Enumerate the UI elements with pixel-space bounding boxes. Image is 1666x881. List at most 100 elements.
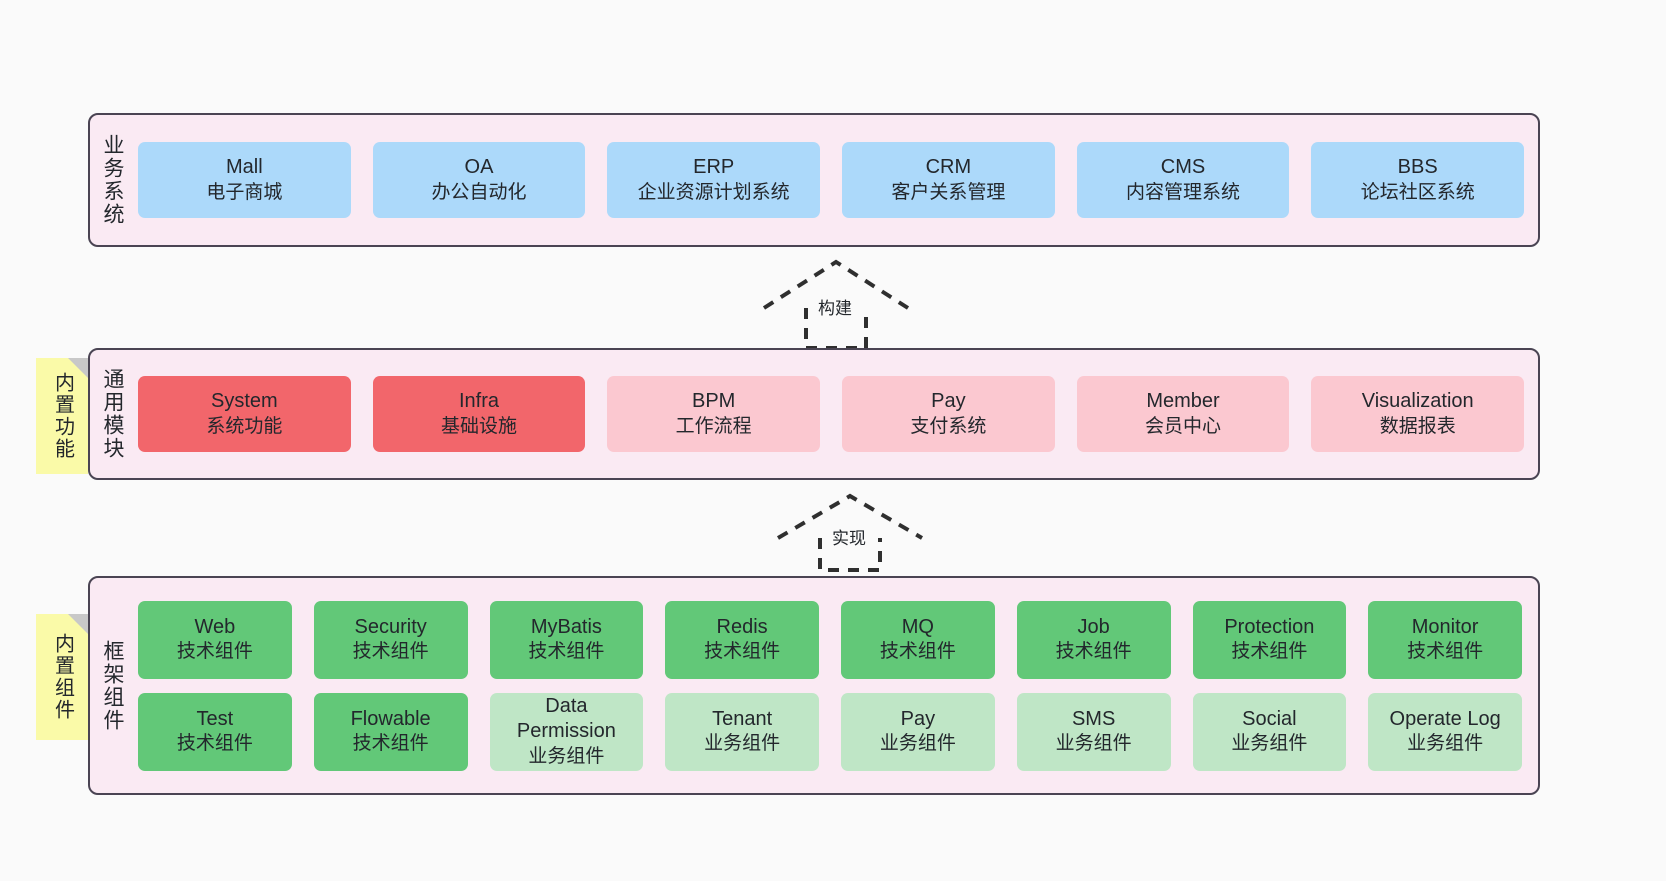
card-title: ERP	[693, 156, 735, 179]
card-title: Pay	[900, 707, 936, 730]
card-protection[interactable]: Protection 技术组件	[1192, 600, 1347, 679]
card-title: Visualization	[1361, 390, 1474, 413]
card-subtitle: 技术组件	[1407, 641, 1484, 663]
card-subtitle: 业务组件	[1055, 733, 1132, 755]
layer-title-business: 业务系统	[101, 134, 125, 226]
card-test[interactable]: Test 技术组件	[138, 692, 292, 771]
card-system[interactable]: System 系统功能	[138, 376, 351, 452]
layer-body-framework: Web 技术组件 Security 技术组件 MyBatis 技术组件 Redi…	[134, 578, 1538, 793]
card-subtitle: 企业资源计划系统	[637, 181, 790, 203]
card-title: SMS	[1071, 707, 1116, 730]
sticky-note-label: 内置功能	[51, 372, 74, 460]
card-title: Tenant	[712, 707, 773, 730]
layer-title-common: 通用模块	[101, 368, 125, 460]
card-subtitle: 业务组件	[1231, 733, 1308, 755]
card-title: Monitor	[1411, 615, 1479, 638]
card-data-permission[interactable]: Data Permission 业务组件	[489, 692, 644, 771]
layer-common-modules: 通用模块 System 系统功能 Infra 基础设施 BPM 工作流程 Pay…	[88, 348, 1540, 480]
card-subtitle: 技术组件	[879, 641, 956, 663]
card-subtitle: 业务组件	[704, 733, 781, 755]
connector-label-build: 构建	[818, 299, 852, 318]
connector-build: 构建	[758, 258, 914, 350]
card-title: MyBatis	[530, 615, 602, 638]
connector-shaft	[818, 538, 882, 572]
card-job[interactable]: Job 技术组件	[1016, 600, 1171, 679]
card-operate-log[interactable]: Operate Log 业务组件	[1368, 692, 1522, 771]
card-title: Redis	[716, 615, 768, 638]
connector-label-implement: 实现	[832, 529, 866, 548]
card-social[interactable]: Social 业务组件	[1192, 692, 1347, 771]
card-title: Member	[1146, 390, 1220, 413]
card-title: CRM	[925, 156, 972, 179]
card-subtitle: 系统功能	[206, 415, 283, 437]
card-erp[interactable]: ERP 企业资源计划系统	[607, 142, 821, 218]
card-title: CMS	[1160, 156, 1206, 179]
card-subtitle: 技术组件	[704, 641, 781, 663]
card-pay-module[interactable]: Pay 支付系统	[842, 376, 1055, 452]
card-mybatis[interactable]: MyBatis 技术组件	[489, 600, 644, 679]
card-flowable[interactable]: Flowable 技术组件	[313, 692, 468, 771]
card-infra[interactable]: Infra 基础设施	[372, 376, 586, 452]
card-subtitle: 技术组件	[352, 733, 429, 755]
card-mq[interactable]: MQ 技术组件	[841, 600, 995, 679]
card-subtitle: 业务组件	[879, 733, 956, 755]
card-crm[interactable]: CRM 客户关系管理	[842, 142, 1055, 218]
card-subtitle: 业务组件	[1407, 733, 1484, 755]
card-row: System 系统功能 Infra 基础设施 BPM 工作流程 Pay 支付系统…	[138, 376, 1525, 452]
card-title: System	[210, 390, 278, 413]
card-visualization[interactable]: Visualization 数据报表	[1311, 376, 1525, 452]
card-subtitle: 办公自动化	[431, 181, 527, 203]
card-monitor[interactable]: Monitor 技术组件	[1368, 600, 1522, 679]
card-subtitle: 会员中心	[1145, 415, 1222, 437]
card-subtitle: 论坛社区系统	[1360, 181, 1475, 203]
sticky-note-builtin-components: 内置组件	[36, 614, 88, 740]
card-member[interactable]: Member 会员中心	[1076, 376, 1290, 452]
card-subtitle: 技术组件	[1055, 641, 1132, 663]
card-tenant[interactable]: Tenant 业务组件	[665, 692, 819, 771]
card-subtitle: 技术组件	[176, 641, 253, 663]
card-subtitle: 支付系统	[910, 415, 987, 437]
card-title: Protection	[1224, 615, 1315, 638]
card-redis[interactable]: Redis 技术组件	[665, 600, 819, 679]
card-subtitle: 基础设施	[441, 415, 518, 437]
card-bbs[interactable]: BBS 论坛社区系统	[1311, 142, 1525, 218]
card-bpm[interactable]: BPM 工作流程	[607, 376, 821, 452]
card-security[interactable]: Security 技术组件	[313, 600, 468, 679]
sticky-note-builtin-features: 内置功能	[36, 358, 88, 474]
card-title: BBS	[1397, 156, 1438, 179]
layer-business-systems: 业务系统 Mall 电子商城 OA 办公自动化 ERP 企业资源计划系统 CRM…	[88, 113, 1540, 247]
generalization-arrowhead	[776, 493, 924, 540]
card-row: Web 技术组件 Security 技术组件 MyBatis 技术组件 Redi…	[138, 600, 1522, 679]
card-subtitle: 电子商城	[206, 181, 283, 203]
card-subtitle: 业务组件	[528, 745, 605, 767]
card-row: Mall 电子商城 OA 办公自动化 ERP 企业资源计划系统 CRM 客户关系…	[138, 142, 1525, 218]
card-mall[interactable]: Mall 电子商城	[138, 142, 351, 218]
card-title: Security	[354, 615, 427, 638]
card-subtitle: 技术组件	[176, 733, 253, 755]
card-title: Mall	[226, 156, 263, 179]
card-title: OA	[464, 156, 494, 179]
card-title: BPM	[692, 390, 736, 413]
card-subtitle: 客户关系管理	[891, 181, 1006, 203]
layer-title-framework: 框架组件	[101, 639, 125, 732]
card-subtitle: 数据报表	[1379, 415, 1456, 437]
card-title: Web	[194, 615, 236, 638]
card-row: Test 技术组件 Flowable 技术组件 Data Permission …	[138, 692, 1522, 771]
card-title: Data Permission	[516, 694, 616, 743]
layer-body-business: Mall 电子商城 OA 办公自动化 ERP 企业资源计划系统 CRM 客户关系…	[134, 115, 1538, 245]
layer-body-common: System 系统功能 Infra 基础设施 BPM 工作流程 Pay 支付系统…	[134, 350, 1538, 478]
card-title: Job	[1077, 615, 1110, 638]
card-title: Flowable	[350, 707, 431, 730]
card-title: Social	[1242, 707, 1297, 730]
card-web[interactable]: Web 技术组件	[138, 600, 292, 679]
card-subtitle: 技术组件	[1231, 641, 1308, 663]
card-sms[interactable]: SMS 业务组件	[1016, 692, 1171, 771]
card-pay-component[interactable]: Pay 业务组件	[841, 692, 995, 771]
card-oa[interactable]: OA 办公自动化	[372, 142, 586, 218]
card-cms[interactable]: CMS 内容管理系统	[1076, 142, 1290, 218]
card-title: Test	[196, 707, 234, 730]
connector-implement: 实现	[772, 492, 928, 572]
card-subtitle: 内容管理系统	[1126, 181, 1241, 203]
card-title: Operate Log	[1389, 707, 1501, 730]
card-title: Pay	[931, 390, 966, 413]
